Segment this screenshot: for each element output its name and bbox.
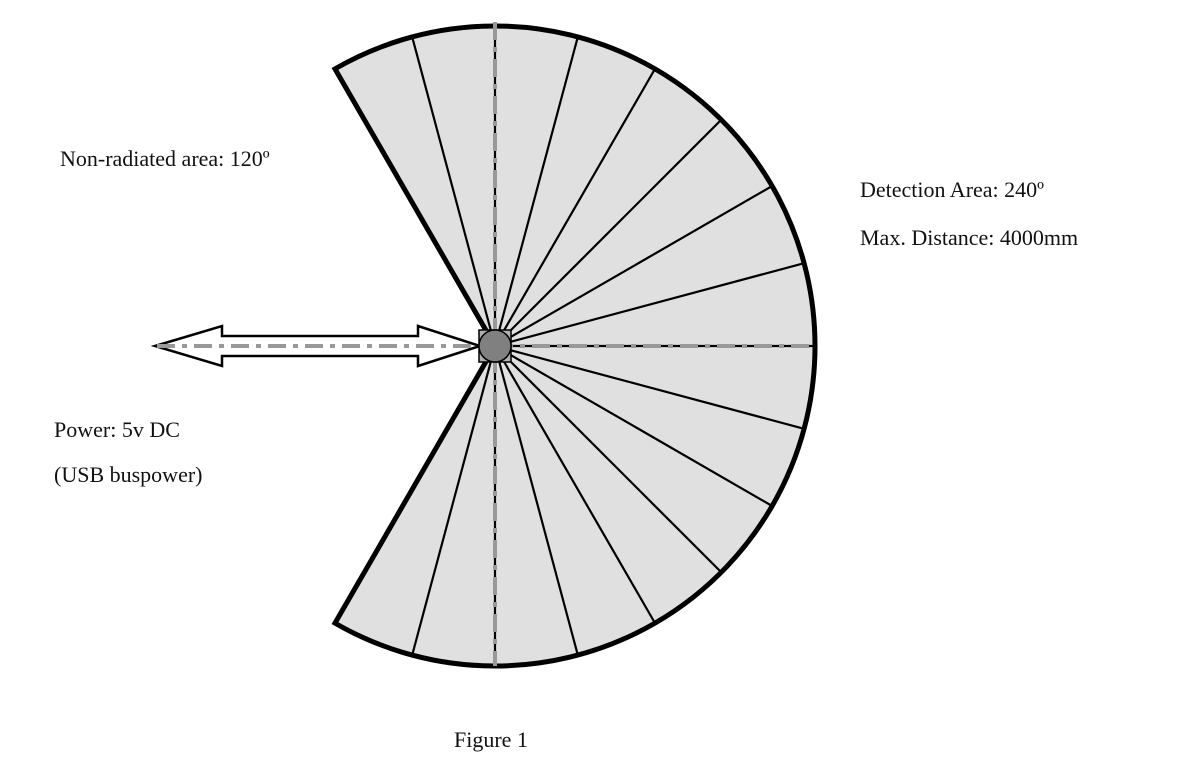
- sector-spoke: [494, 345, 723, 574]
- sector-spoke: [411, 345, 497, 656]
- sector-spoke: [411, 36, 497, 347]
- sector-spoke: [494, 185, 773, 347]
- sector-spoke: [494, 344, 805, 430]
- sector-spoke: [494, 345, 656, 624]
- power-note-label: (USB buspower): [54, 462, 203, 487]
- sector-spoke: [494, 345, 773, 507]
- sector-spoke: [494, 68, 656, 347]
- sector-spoke: [493, 36, 579, 347]
- sensor-dot: [478, 329, 512, 363]
- figure-caption: Figure 1: [454, 727, 528, 752]
- sector-spoke: [493, 345, 579, 656]
- power-label: Power: 5v DC: [54, 417, 180, 442]
- sector-spoke: [494, 118, 723, 347]
- non-radiated-label: Non-radiated area: 120º: [60, 146, 270, 171]
- detection-area-label: Detection Area: 240º: [860, 177, 1044, 202]
- max-distance-label: Max. Distance: 4000mm: [860, 225, 1079, 250]
- sector-spoke: [494, 262, 805, 348]
